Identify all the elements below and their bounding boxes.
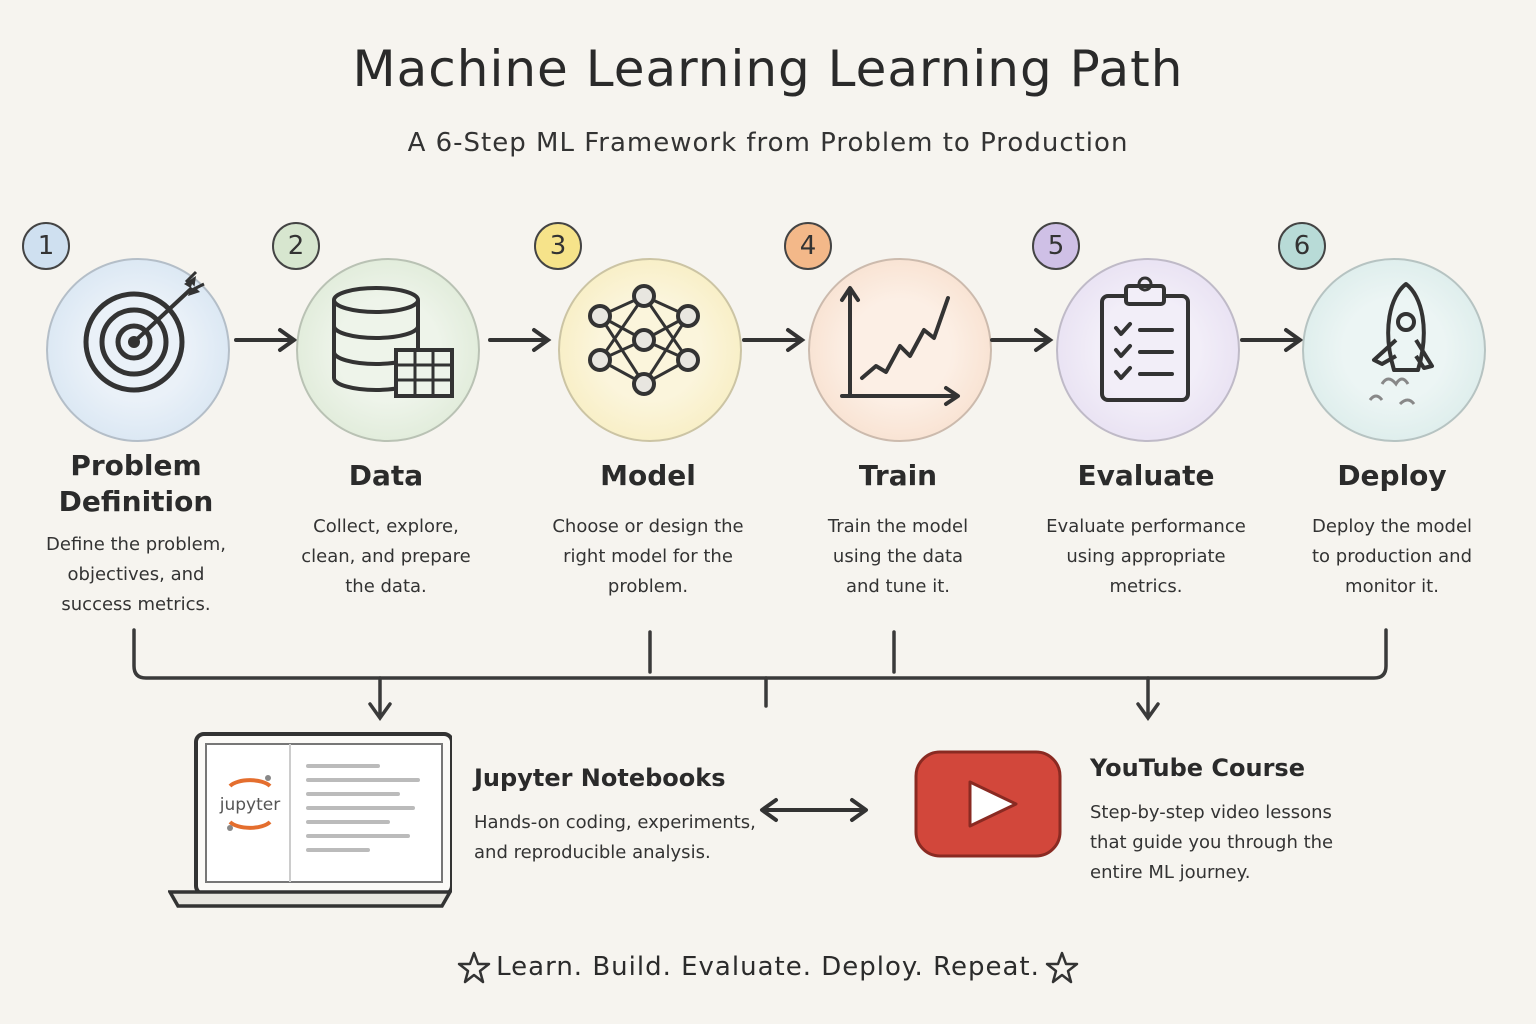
step-4-description: Train the model using the data and tune … (788, 512, 1008, 602)
step-1-desc-line: success metrics. (61, 594, 211, 615)
arrow-right-icon (234, 328, 298, 352)
step-4-title-line-1: Train (858, 459, 938, 492)
step-6-circle (1302, 258, 1486, 442)
step-3-desc-line: problem. (607, 576, 689, 597)
youtube-desc-line: Step-by-step video lessons (1090, 802, 1332, 823)
arrow-right-icon (488, 328, 552, 352)
step-6-desc-line: monitor it. (1345, 576, 1439, 597)
jupyter-description: Hands-on coding, experiments, and reprod… (474, 808, 756, 868)
step-6-badge: 6 (1278, 222, 1326, 270)
youtube-title: YouTube Course (1090, 754, 1305, 782)
step-1-circle (46, 258, 230, 442)
step-4-title: Train (778, 458, 1018, 494)
step-5-desc-line: Evaluate performance (1046, 516, 1246, 537)
step-1-title-line-2: Definition (58, 485, 214, 518)
step-3-desc-line: Choose or design the (552, 516, 744, 537)
step-2-title-line-1: Data (348, 459, 424, 492)
step-2-description: Collect, explore, clean, and prepare the… (276, 512, 496, 602)
laptop-icon: jupyter (168, 732, 452, 908)
step-2-badge: 2 (272, 222, 320, 270)
neural-network-icon (588, 284, 700, 396)
step-1-title: Problem Definition (16, 448, 256, 520)
youtube-desc-line: entire ML journey. (1090, 862, 1251, 883)
bracket-connector (132, 628, 1388, 722)
jupyter-desc-line: Hands-on coding, experiments, (474, 812, 756, 833)
double-arrow-icon (760, 798, 868, 822)
target-icon (83, 270, 205, 393)
step-2-desc-line: Collect, explore, (313, 516, 459, 537)
step-5-desc-line: metrics. (1109, 576, 1183, 597)
rocket-icon (1368, 282, 1434, 406)
step-2-title: Data (266, 458, 506, 494)
step-3-title-line-1: Model (600, 459, 696, 492)
step-6-description: Deploy the model to production and monit… (1282, 512, 1502, 602)
database-icon (332, 286, 454, 398)
youtube-description: Step-by-step video lessons that guide yo… (1090, 798, 1333, 888)
step-3-description: Choose or design the right model for the… (538, 512, 758, 602)
step-4-desc-line: Train the model (827, 516, 969, 537)
step-6-title: Deploy (1272, 458, 1512, 494)
step-6-desc-line: to production and (1311, 546, 1473, 567)
step-4-badge: 4 (784, 222, 832, 270)
step-5-title-line-1: Evaluate (1077, 459, 1215, 492)
step-2-desc-line: clean, and prepare (301, 546, 471, 567)
step-6-title-line-1: Deploy (1337, 459, 1447, 492)
step-3-title: Model (528, 458, 768, 494)
step-2-desc-line: the data. (345, 576, 427, 597)
page-subtitle: A 6-Step ML Framework from Problem to Pr… (407, 128, 1129, 158)
step-1-desc-line: Define the problem, (46, 534, 226, 555)
star-icon (1045, 951, 1079, 984)
step-4-desc-line: and tune it. (845, 576, 951, 597)
step-1-badge: 1 (22, 222, 70, 270)
step-1-desc-line: objectives, and (67, 564, 205, 585)
page-title: Machine Learning Learning Path (352, 40, 1184, 98)
footer-tagline: Learn. Build. Evaluate. Deploy. Repeat. (496, 952, 1040, 982)
youtube-play-icon (914, 750, 1062, 858)
arrow-right-icon (1240, 328, 1304, 352)
step-6-desc-line: Deploy the model (1311, 516, 1473, 537)
step-5-desc-line: using appropriate (1066, 546, 1226, 567)
step-3-desc-line: right model for the (563, 546, 733, 567)
arrow-right-icon (990, 328, 1054, 352)
jupyter-logo-text: jupyter (219, 795, 280, 815)
step-3-badge: 3 (534, 222, 582, 270)
jupyter-title: Jupyter Notebooks (474, 764, 726, 792)
step-5-title: Evaluate (1026, 458, 1266, 494)
youtube-desc-line: that guide you through the (1090, 832, 1334, 853)
star-icon (457, 951, 491, 984)
line-chart-icon (840, 286, 960, 406)
arrow-right-icon (742, 328, 806, 352)
step-1-title-line-1: Problem (70, 449, 202, 482)
step-4-desc-line: using the data (832, 546, 964, 567)
jupyter-desc-line: and reproducible analysis. (474, 842, 711, 863)
step-1-description: Define the problem, objectives, and succ… (26, 530, 246, 620)
step-5-badge: 5 (1032, 222, 1080, 270)
clipboard-checklist-icon (1100, 276, 1190, 402)
step-5-description: Evaluate performance using appropriate m… (1036, 512, 1256, 602)
